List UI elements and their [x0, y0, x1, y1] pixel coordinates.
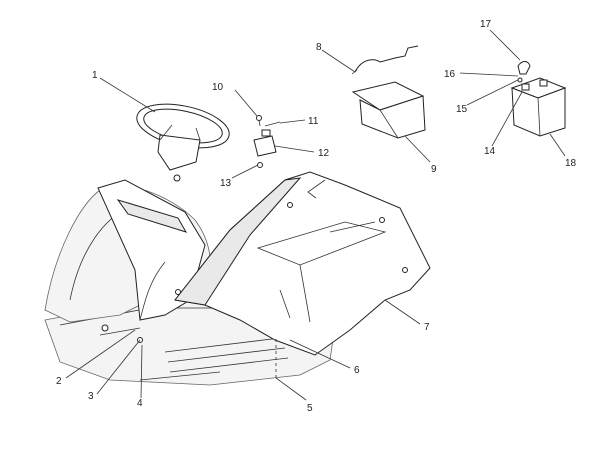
- steering-wheel: [136, 103, 230, 182]
- ignition-switch: [253, 115, 281, 168]
- battery: [510, 61, 567, 137]
- callout-10: 10: [212, 82, 224, 93]
- callout-18: 18: [565, 158, 577, 169]
- callout-11: 11: [308, 116, 319, 127]
- cable-wire: [351, 45, 419, 75]
- callout-6: 6: [354, 365, 360, 376]
- callout-15: 15: [456, 104, 468, 115]
- callout-labels: 1 2 3 4 5 6 7 8 9 10 11 12 13 14 15 16 1…: [56, 19, 577, 414]
- callout-16: 16: [444, 69, 456, 80]
- callout-12: 12: [318, 148, 330, 159]
- callout-4: 4: [137, 398, 143, 409]
- callout-13: 13: [220, 178, 232, 189]
- callout-9: 9: [431, 164, 437, 175]
- callout-5: 5: [307, 403, 313, 414]
- callout-17: 17: [480, 19, 492, 30]
- callout-8: 8: [316, 42, 322, 53]
- callout-2: 2: [56, 376, 62, 387]
- callout-1: 1: [92, 70, 98, 81]
- callout-7: 7: [424, 322, 430, 333]
- rear-body: [174, 171, 431, 356]
- callout-14: 14: [484, 146, 496, 157]
- battery-tray: [351, 81, 426, 139]
- leader-lines: [65, 29, 566, 401]
- callout-3: 3: [88, 391, 94, 402]
